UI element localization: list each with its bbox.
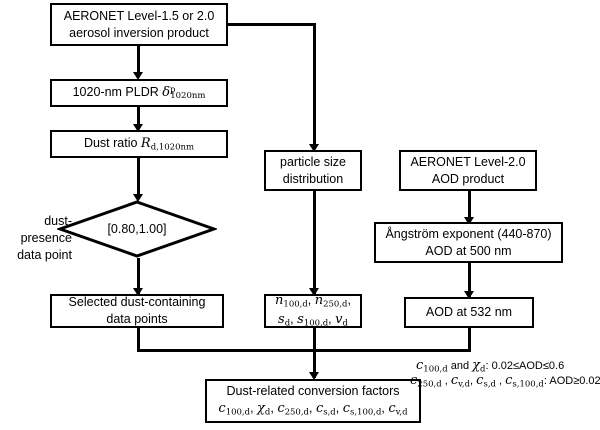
edge-angstrom-to-aod532-arrow bbox=[463, 291, 474, 299]
pldr-prefix: 1020-nm PLDR bbox=[72, 84, 163, 99]
edge-merge-to-conversion-arrow bbox=[308, 372, 319, 380]
edge-inversion-to-particle-size-arrow bbox=[308, 144, 319, 152]
edge-pldr-to-dustratio-line bbox=[137, 107, 140, 129]
node-size-parameters[interactable]: n100,d, n250,d, sd, s100,d, vd bbox=[264, 293, 362, 329]
edge-aod-to-angstrom-arrow bbox=[463, 217, 474, 225]
decision-side-label-line1: dust-presence bbox=[20, 214, 72, 245]
node-aeronet-inversion-product[interactable]: AERONET Level-1.5 or 2.0 aerosol inversi… bbox=[50, 3, 228, 46]
edge-aod-to-angstrom-line bbox=[468, 191, 471, 222]
decision-diamond-shape bbox=[57, 200, 217, 258]
size-params-line1: n100,d, n250,d, bbox=[275, 293, 351, 310]
aeronet-aod-line1: AERONET Level-2.0 bbox=[410, 154, 526, 169]
edge-decision-to-selected-arrow bbox=[132, 288, 143, 296]
dust-ratio-expression: Dust ratio Rd,1020nm bbox=[52, 135, 226, 154]
edge-dustratio-to-decision-arrow bbox=[132, 194, 143, 202]
decision-side-label: dust-presence data point bbox=[0, 213, 72, 264]
edge-inversion-to-pldr-line bbox=[137, 46, 140, 76]
angstrom-line1: Ångström exponent (440-870) bbox=[385, 226, 552, 241]
node-pldr[interactable]: 1020-nm PLDR δp1020nm bbox=[50, 79, 228, 107]
criteria-note-line2: c250,d , cv,d, cs,d , cs,100,d: AOD≥0.02 bbox=[410, 373, 600, 390]
edge-particlesize-to-params-arrow bbox=[308, 288, 319, 296]
decision-side-label-line2: data point bbox=[17, 247, 72, 262]
criteria-note-tail1: : 0.02≤AOD≤0.6 bbox=[485, 360, 565, 372]
dust-ratio-symbol: R bbox=[140, 135, 151, 151]
angstrom-line2: AOD at 500 nm bbox=[425, 243, 512, 258]
aod532-line1: AOD at 532 nm bbox=[425, 305, 513, 320]
edge-angstrom-to-aod532-line bbox=[468, 263, 471, 297]
pldr-superscript: p bbox=[170, 84, 176, 95]
edge-merge-bus bbox=[137, 349, 471, 352]
aeronet-inversion-line1: AERONET Level-1.5 or 2.0 bbox=[63, 8, 215, 23]
edge-pldr-to-dustratio-arrow bbox=[132, 124, 143, 132]
aeronet-aod-line2: AOD product bbox=[431, 171, 505, 186]
edge-particlesize-to-params-line bbox=[313, 191, 316, 294]
size-params-line2: sd, s100,d, vd bbox=[278, 312, 348, 329]
conversion-factors-symbols: c100,d, χd, c250,d, cs,d, cs,100,d, cv,d bbox=[218, 401, 408, 418]
edge-inversion-to-particle-size-h bbox=[226, 23, 315, 26]
selected-points-line2: data points bbox=[106, 312, 168, 326]
edge-merge-drop-params bbox=[313, 328, 316, 351]
pldr-expression: 1020-nm PLDR δp1020nm bbox=[52, 84, 226, 103]
edge-merge-drop-selected bbox=[137, 328, 140, 351]
edge-inversion-to-pldr-arrow bbox=[132, 72, 143, 80]
node-conversion-factors[interactable]: Dust-related conversion factors c100,d, … bbox=[205, 379, 421, 423]
node-aod-532[interactable]: AOD at 532 nm bbox=[404, 297, 534, 328]
node-particle-size-distribution[interactable]: particle size distribution bbox=[264, 150, 362, 191]
pldr-subscript: 1020nm bbox=[170, 90, 206, 101]
dust-ratio-subscript: d,1020nm bbox=[150, 141, 195, 152]
edge-merge-to-conversion-line bbox=[313, 349, 316, 378]
decision-label: [0.80,1.00] bbox=[107, 222, 167, 236]
node-decision-dust-presence[interactable]: [0.80,1.00] bbox=[57, 200, 217, 258]
criteria-note-tail2: : AOD≥0.02 bbox=[543, 375, 600, 387]
criteria-note-line1: c100,d and χd: 0.02≤AOD≤0.6 bbox=[416, 358, 565, 375]
edge-decision-to-selected-line bbox=[137, 258, 140, 294]
particle-size-line1: particle size bbox=[280, 154, 346, 169]
node-aeronet-aod-product[interactable]: AERONET Level-2.0 AOD product bbox=[399, 150, 537, 191]
edge-inversion-to-particle-size-v bbox=[313, 23, 316, 149]
selected-points-line1: Selected dust-containing bbox=[68, 295, 206, 310]
edge-merge-drop-aod532 bbox=[468, 328, 471, 351]
aeronet-inversion-line2: aerosol inversion product bbox=[69, 25, 209, 40]
node-dust-ratio[interactable]: Dust ratio Rd,1020nm bbox=[50, 130, 228, 158]
criteria-note-mid: and bbox=[447, 360, 473, 372]
edge-dustratio-to-decision-line bbox=[137, 158, 140, 199]
dust-ratio-prefix: Dust ratio bbox=[83, 135, 141, 150]
pldr-symbol: δ bbox=[162, 84, 171, 100]
particle-size-line2: distribution bbox=[282, 171, 344, 186]
node-selected-dust-points[interactable]: Selected dust-containing data points bbox=[50, 294, 224, 328]
node-angstrom-exponent[interactable]: Ångström exponent (440-870) AOD at 500 n… bbox=[374, 222, 563, 263]
conversion-factors-title: Dust-related conversion factors bbox=[226, 384, 400, 399]
